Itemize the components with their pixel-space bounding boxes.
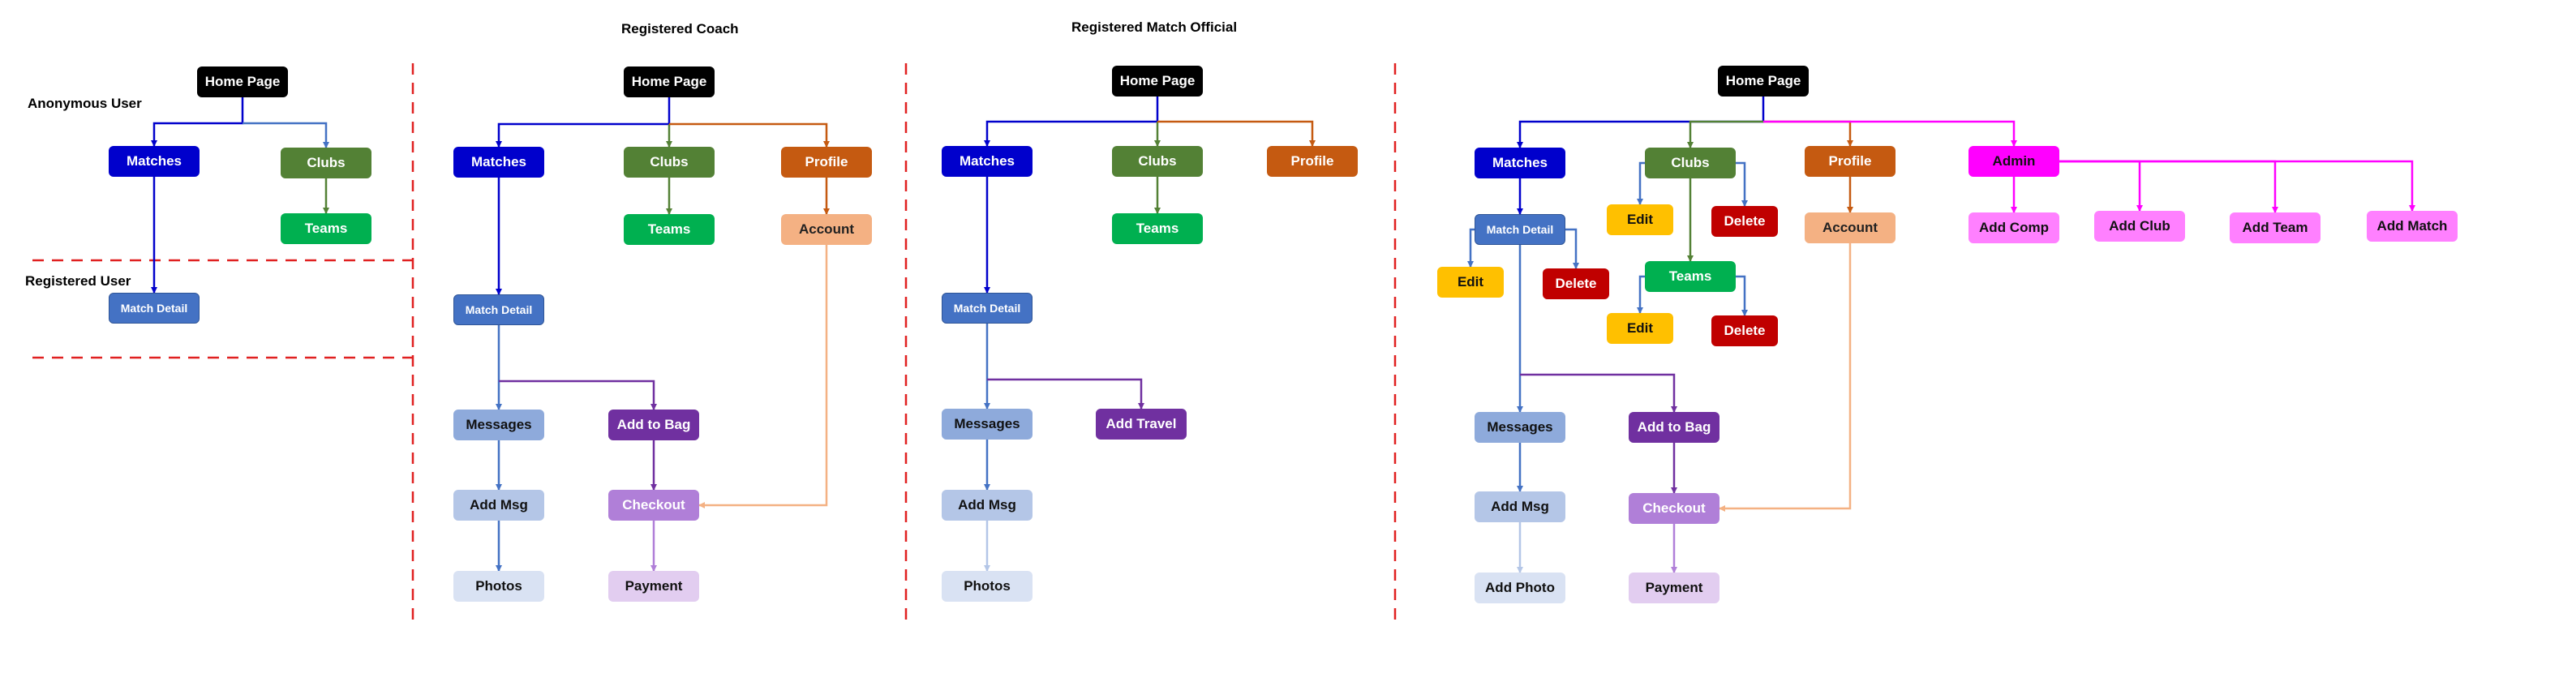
team-delete-node: Delete xyxy=(1711,315,1778,346)
admin-view-add-to-bag-node: Add to Bag xyxy=(1629,412,1719,443)
edge-admin-d_match xyxy=(2059,160,2415,212)
edge-admin-home-profile xyxy=(1763,120,1853,147)
anon-match-detail-node: Match Detail xyxy=(109,293,200,324)
admin-view-messages-node: Messages xyxy=(1475,412,1565,443)
edge-admin-teams-delete xyxy=(1736,275,1748,316)
admin-view-add-msg-node: Add Msg xyxy=(1475,491,1565,522)
admin-view-teams-node: Teams xyxy=(1645,261,1736,292)
coach-teams-node: Teams xyxy=(624,214,715,245)
add-team-node: Add Team xyxy=(2230,212,2321,243)
edge-official-home-profile xyxy=(1157,120,1316,147)
anon-teams-node: Teams xyxy=(281,213,371,244)
admin-view-home-page-node: Home Page xyxy=(1718,66,1809,97)
official-match-detail-node: Match Detail xyxy=(942,293,1033,324)
add-photo-node: Add Photo xyxy=(1475,573,1565,603)
club-delete-node: Delete xyxy=(1711,206,1778,237)
coach-account-node: Account xyxy=(781,214,872,245)
coach-checkout-node: Checkout xyxy=(608,490,699,521)
edge-coach-md-bag xyxy=(499,380,657,410)
edge-admin-home-clubs xyxy=(1687,120,1763,148)
official-profile-node: Profile xyxy=(1267,146,1358,177)
edge-admin-md-edit xyxy=(1467,228,1475,268)
official-home-page-node: Home Page xyxy=(1112,66,1203,97)
edge-admin-d_team xyxy=(2059,160,2278,213)
edge-admin-home-admin xyxy=(1763,120,2017,147)
match-detail-delete-node: Delete xyxy=(1543,268,1609,299)
coach-profile-node: Profile xyxy=(781,147,872,178)
coach-matches-node: Matches xyxy=(453,147,544,178)
edge-admin-teams-edit xyxy=(1637,275,1645,314)
anon-home-page-node: Home Page xyxy=(197,66,288,97)
edge-coach-account-checkout xyxy=(698,245,828,508)
official-add-travel-node: Add Travel xyxy=(1096,409,1187,440)
admin-view-matches-node: Matches xyxy=(1475,148,1565,178)
section-dividers xyxy=(32,63,1397,624)
official-matches-node: Matches xyxy=(942,146,1033,177)
add-match-node: Add Match xyxy=(2367,211,2458,242)
label-registered-coach: Registered Coach xyxy=(621,21,739,36)
coach-photos-node: Photos xyxy=(453,571,544,602)
edge-admin-md-bag xyxy=(1520,373,1677,413)
edge-anon-home-matches xyxy=(151,97,244,147)
club-edit-node: Edit xyxy=(1607,204,1673,235)
team-edit-node: Edit xyxy=(1607,313,1673,344)
coach-add-to-bag-node: Add to Bag xyxy=(608,410,699,440)
admin-node: Admin xyxy=(1968,146,2059,177)
admin-view-account-node: Account xyxy=(1805,212,1896,243)
coach-payment-node: Payment xyxy=(608,571,699,602)
label-registered-match-official: Registered Match Official xyxy=(1071,19,1238,35)
label-registered-user: Registered User xyxy=(25,273,131,289)
label-anonymous-user: Anonymous User xyxy=(28,96,142,111)
edge-coach-home-matches xyxy=(496,97,671,148)
official-messages-node: Messages xyxy=(942,409,1033,440)
admin-view-clubs-node: Clubs xyxy=(1645,148,1736,178)
admin-view-profile-node: Profile xyxy=(1805,146,1896,177)
edge-official-md-travel xyxy=(987,378,1144,410)
connector-lines xyxy=(151,97,2415,573)
edge-coach-home-profile xyxy=(669,122,830,148)
coach-match-detail-node: Match Detail xyxy=(453,294,544,325)
admin-view-payment-node: Payment xyxy=(1629,573,1719,603)
match-detail-edit-node: Edit xyxy=(1437,267,1504,298)
edge-admin-md-delete xyxy=(1565,228,1579,269)
admin-view-match-detail-node: Match Detail xyxy=(1475,214,1565,245)
edge-admin-account-checkout xyxy=(1719,243,1852,512)
edge-admin-d_club xyxy=(2059,160,2143,212)
coach-clubs-node: Clubs xyxy=(624,147,715,178)
official-teams-node: Teams xyxy=(1112,213,1203,244)
edge-admin-home-matches xyxy=(1517,97,1765,148)
edge-anon-home-clubs xyxy=(243,122,329,148)
edge-official-home-matches xyxy=(984,97,1159,147)
anon-clubs-node: Clubs xyxy=(281,148,371,178)
coach-home-page-node: Home Page xyxy=(624,66,715,97)
coach-messages-node: Messages xyxy=(453,410,544,440)
admin-view-checkout-node: Checkout xyxy=(1629,493,1719,524)
add-comp-node: Add Comp xyxy=(1968,212,2059,243)
coach-add-msg-node: Add Msg xyxy=(453,490,544,521)
official-clubs-node: Clubs xyxy=(1112,146,1203,177)
add-club-node: Add Club xyxy=(2094,211,2185,242)
edge-admin-clubs-delete xyxy=(1736,161,1748,207)
official-add-msg-node: Add Msg xyxy=(942,490,1033,521)
anon-matches-node: Matches xyxy=(109,146,200,177)
edge-admin-clubs-edit xyxy=(1637,161,1645,205)
official-photos-node: Photos xyxy=(942,571,1033,602)
